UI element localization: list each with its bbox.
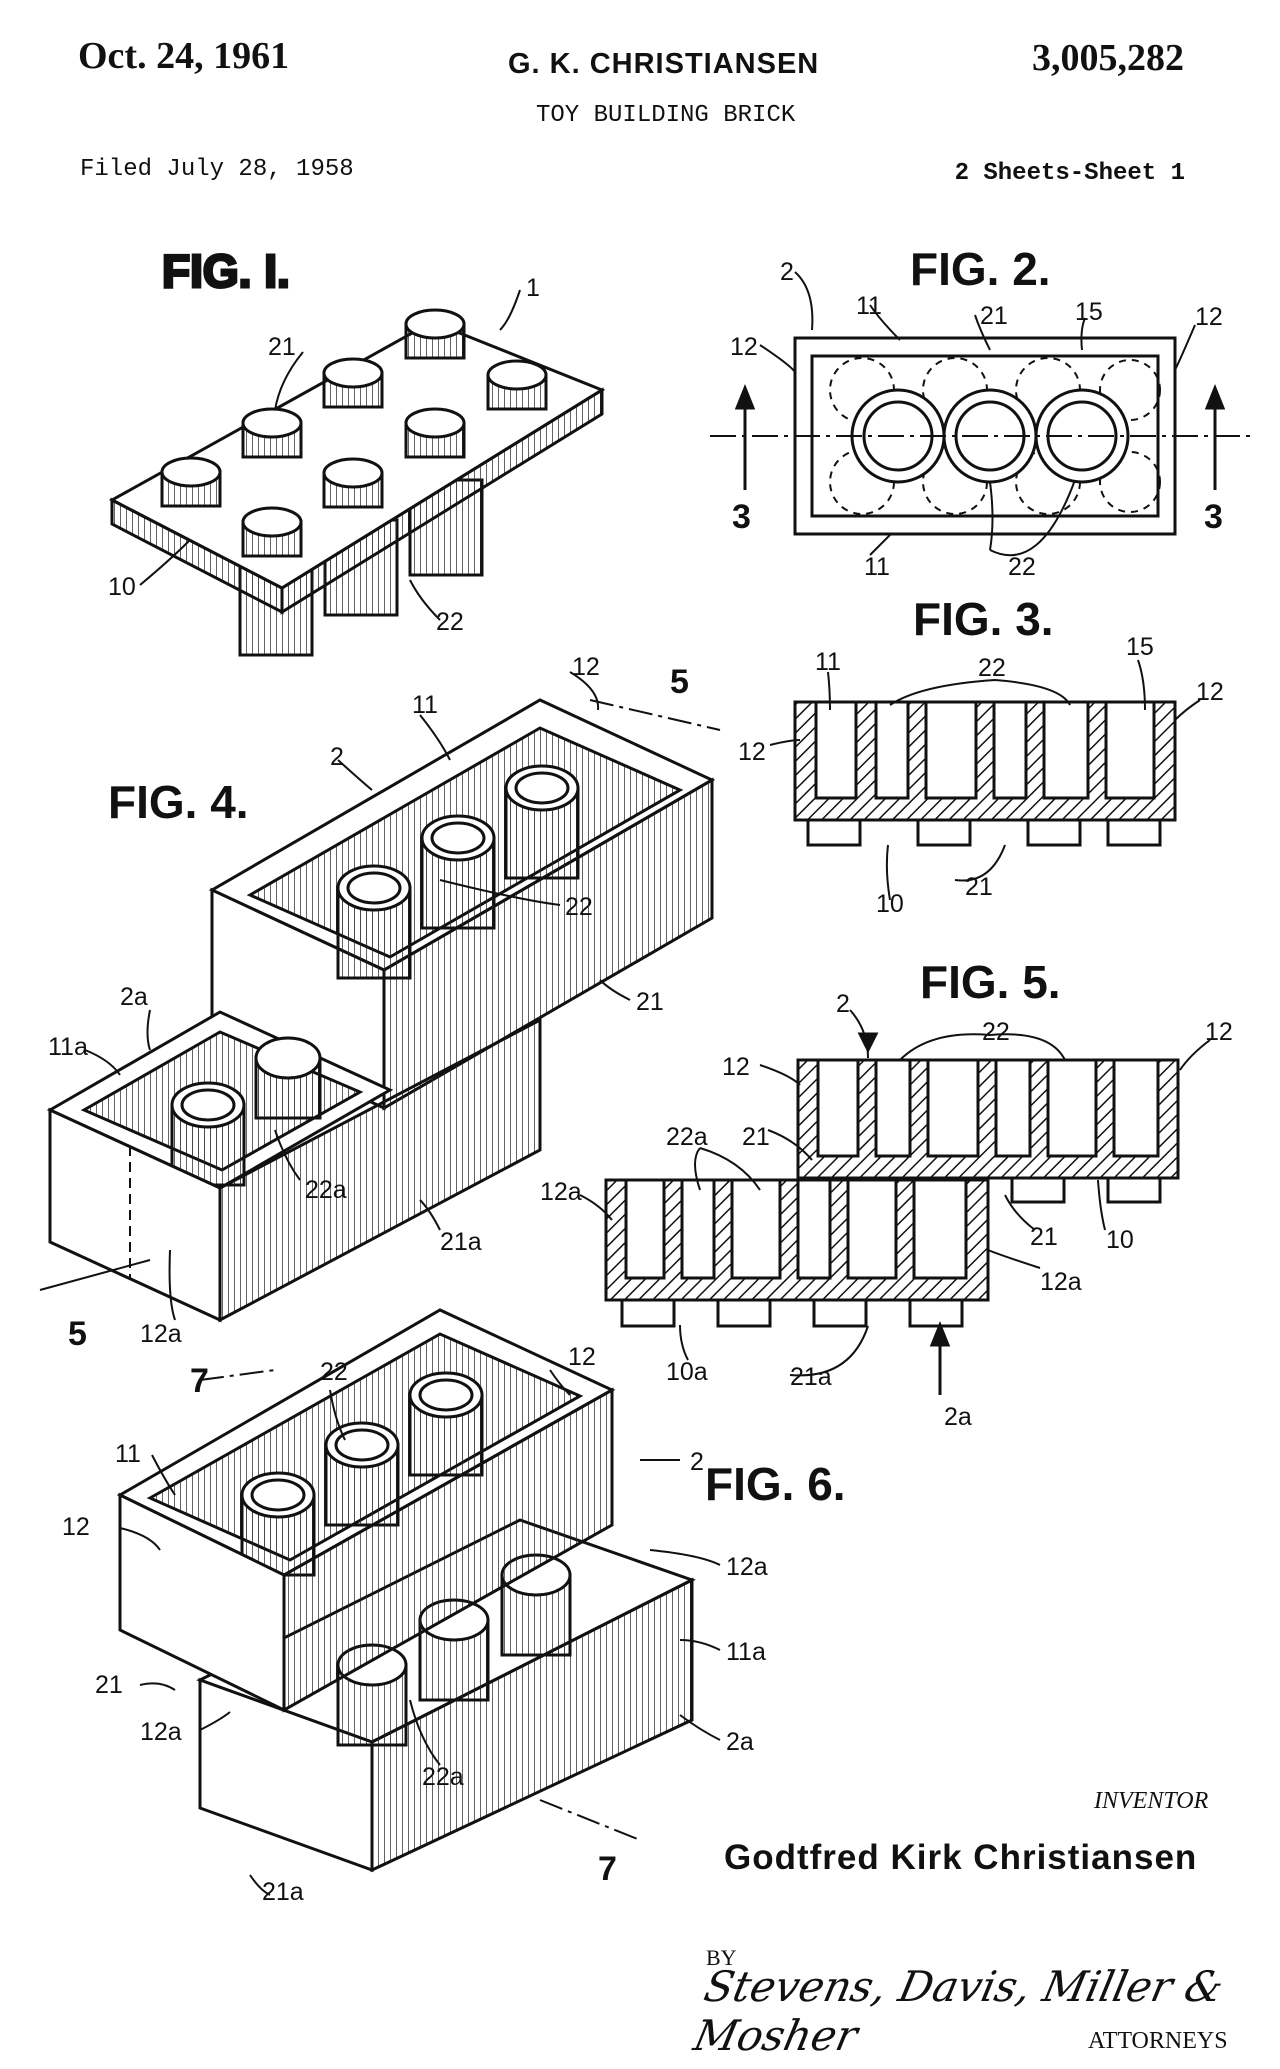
section-3-right: 3 (1204, 498, 1223, 536)
fig6-ref-12: 12 (62, 1513, 90, 1541)
filed-date: Filed July 28, 1958 (80, 156, 354, 183)
fig4-section-5-top: 5 (670, 663, 689, 701)
fig2-label: FIG. 2. (910, 243, 1051, 295)
fig1-drawing: FIG. I. 1 21 10 22 (108, 244, 606, 657)
patent-title: TOY BUILDING BRICK (536, 102, 796, 129)
fig3-ref-22: 22 (978, 654, 1006, 682)
fig2-ref-12-right: 12 (1195, 303, 1223, 331)
fig6-ref-12-top: 12 (568, 1343, 596, 1371)
fig2-ref-22: 22 (1008, 553, 1036, 581)
fig3-ref-10: 10 (876, 890, 904, 918)
fig4-ref-11: 11 (412, 691, 438, 719)
ref-21: 21 (268, 333, 296, 361)
fig4-ref-21: 21 (636, 988, 664, 1016)
fig6-ref-22: 22 (320, 1358, 348, 1386)
fig6-ref-22a: 22a (422, 1763, 464, 1791)
fig3-ref-12-right: 12 (1196, 678, 1224, 706)
fig5-ref-10: 10 (1106, 1226, 1134, 1254)
fig5-drawing: FIG. 5. (540, 956, 1233, 1431)
fig5-ref-22a: 22a (666, 1123, 708, 1151)
fig2-ref-2: 2 (780, 258, 794, 286)
fig4-ref-11a: 11a (48, 1033, 88, 1061)
fig4-ref-2: 2 (330, 743, 344, 771)
fig4-ref-21a: 21a (440, 1228, 482, 1256)
fig6-section-7-bottom: 7 (598, 1850, 617, 1888)
patent-date: Oct. 24, 1961 (78, 35, 290, 77)
fig4-ref-22: 22 (565, 893, 593, 921)
fig5-ref-21-lower: 21 (1030, 1223, 1058, 1251)
fig5-ref-12a-right: 12a (1040, 1268, 1082, 1296)
attorneys-label: ATTORNEYS (1088, 2028, 1228, 2054)
fig5-ref-21: 21 (742, 1123, 770, 1151)
fig5-label: FIG. 5. (920, 956, 1061, 1008)
fig5-ref-2: 2 (836, 990, 850, 1018)
fig3-label: FIG. 3. (913, 593, 1054, 645)
ref-1: 1 (526, 274, 540, 302)
fig6-ref-21a: 21a (262, 1878, 304, 1906)
fig2-ref-15: 15 (1075, 298, 1103, 326)
fig6-ref-11a: 11a (726, 1638, 766, 1666)
fig6-ref-2a: 2a (726, 1728, 754, 1756)
fig5-ref-21a: 21a (790, 1363, 832, 1391)
fig5-ref-12-left: 12 (722, 1053, 750, 1081)
fig4-section-5-bottom: 5 (68, 1315, 87, 1353)
fig2-drawing: FIG. 2. 2 11 1 (710, 243, 1250, 581)
fig3-drawing: FIG. 3. 11 22 15 12 12 10 21 (738, 593, 1224, 918)
fig2-ref-21: 21 (980, 302, 1008, 330)
sheet-number: 2 Sheets-Sheet 1 (954, 160, 1185, 187)
fig4-ref-2a: 2a (120, 983, 148, 1011)
fig4-ref-22a: 22a (305, 1176, 347, 1204)
fig3-ref-15: 15 (1126, 633, 1154, 661)
fig2-ref-12-left: 12 (730, 333, 758, 361)
inventor-header: G. K. CHRISTIANSEN (508, 48, 820, 80)
fig2-ref-11-top: 11 (856, 292, 882, 320)
fig5-ref-22: 22 (982, 1018, 1010, 1046)
fig3-ref-12-left: 12 (738, 738, 766, 766)
fig4-label: FIG. 4. (108, 776, 249, 828)
fig6-drawing: FIG. 6. (62, 1308, 846, 1906)
by-label: BY (706, 1945, 737, 1970)
fig6-ref-2: 2 (690, 1448, 704, 1476)
ref-10: 10 (108, 573, 136, 601)
fig3-ref-11: 11 (815, 648, 841, 676)
fig6-ref-12a-top: 12a (726, 1553, 768, 1581)
fig5-ref-2a: 2a (944, 1403, 972, 1431)
inventor-label: INVENTOR (1094, 1788, 1209, 1814)
fig4-ref-12-top: 12 (572, 653, 600, 681)
ref-22: 22 (436, 608, 464, 636)
fig5-ref-12-right: 12 (1205, 1018, 1233, 1046)
fig5-ref-10a: 10a (666, 1358, 708, 1386)
fig4-drawing: FIG. 4. (39, 653, 721, 1353)
fig2-ref-11-bottom: 11 (864, 553, 890, 581)
fig4-ref-12a: 12a (140, 1320, 182, 1348)
fig5-ref-12a-left: 12a (540, 1178, 582, 1206)
fig6-ref-11: 11 (115, 1440, 141, 1468)
fig1-label: FIG. I. (162, 245, 290, 297)
section-3-left: 3 (732, 498, 751, 536)
fig6-section-7-top: 7 (190, 1362, 209, 1400)
fig6-ref-21: 21 (95, 1671, 123, 1699)
inventor-name: Godtfred Kirk Christiansen (724, 1838, 1198, 1877)
fig6-label: FIG. 6. (705, 1458, 846, 1510)
fig3-ref-21: 21 (965, 873, 993, 901)
fig6-ref-12a-left: 12a (140, 1718, 182, 1746)
patent-number: 3,005,282 (1032, 37, 1184, 79)
